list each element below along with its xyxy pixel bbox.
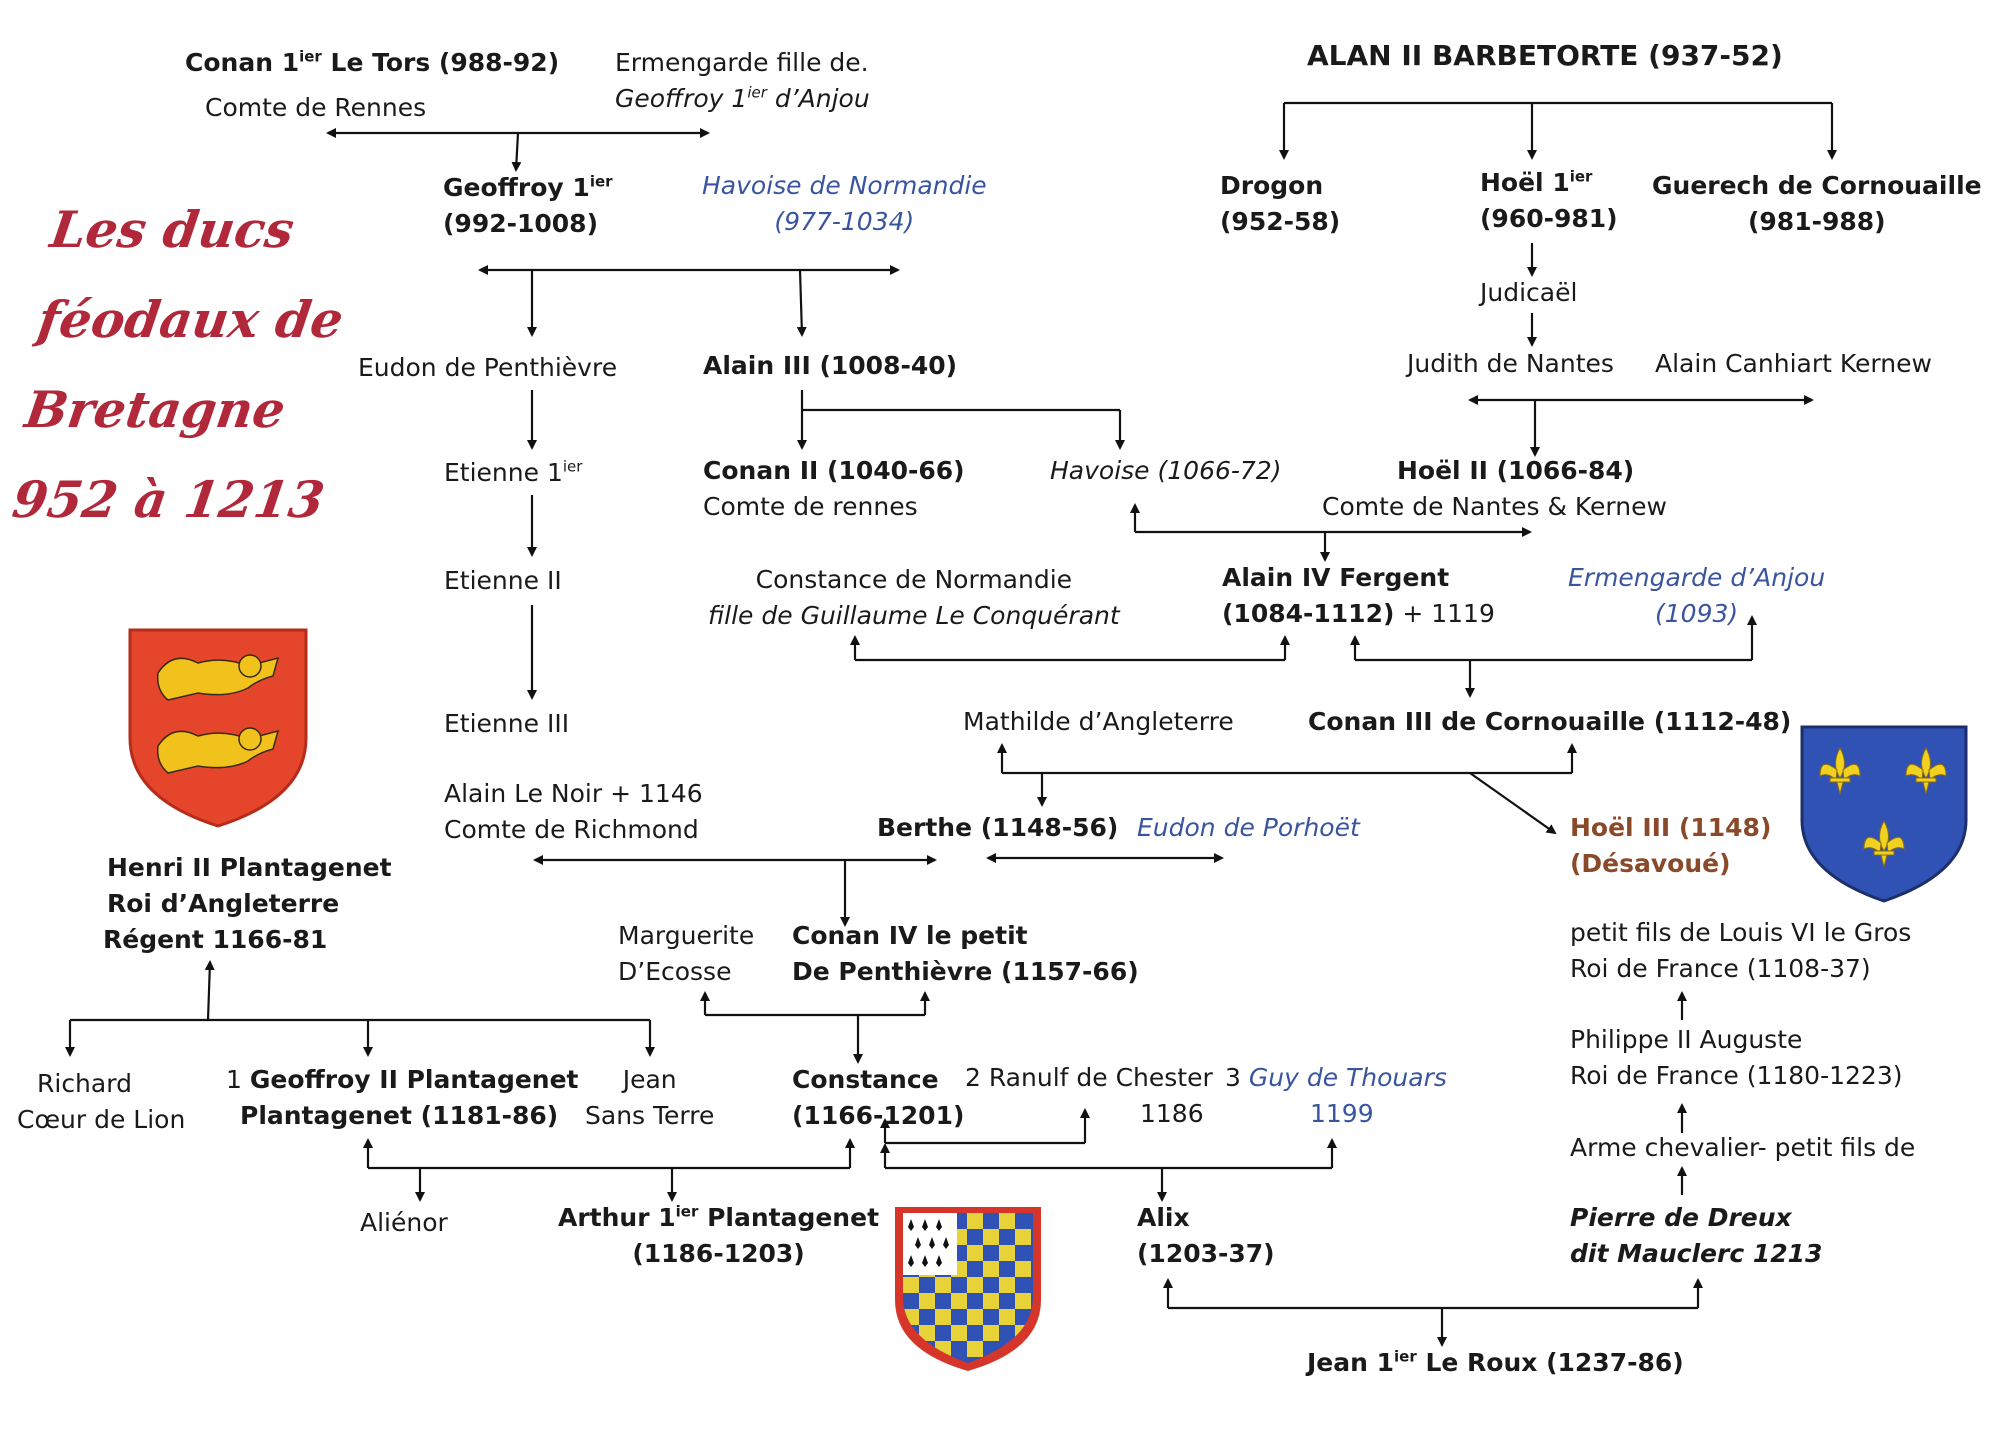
person-alain-canhiart: Alain Canhiart Kernew xyxy=(1655,349,1932,378)
person-arme: Arme chevalier- petit fils de xyxy=(1570,1133,1916,1162)
person-conan3: Conan III de Cornouaille (1112-48) xyxy=(1308,707,1792,736)
person-constance-normandie: Constance de Normandie fille de Guillaum… xyxy=(708,565,1120,630)
person-alain-noir: Alain Le Noir + 1146 Comte de Richmond xyxy=(444,779,703,844)
person-etienne1: Etienne 1ier xyxy=(444,457,583,487)
person-eudon-penthievre: Eudon de Penthièvre xyxy=(358,353,618,382)
person-alienor: Aliénor xyxy=(360,1208,448,1237)
person-louis6: petit fils de Louis VI le Gros Roi de Fr… xyxy=(1570,918,1912,983)
person-judicael: Judicaël xyxy=(1480,278,1578,307)
person-havoise: Havoise (1066-72) xyxy=(1050,456,1282,485)
person-arthur1: Arthur 1ier Plantagenet (1186-1203) xyxy=(558,1202,880,1268)
france-shield-icon xyxy=(1800,725,1968,903)
person-ermengarde: Ermengarde fille de. Geoffroy 1ier d’Anj… xyxy=(615,48,870,113)
person-geoffroy1: Geoffroy 1ier (992-1008) xyxy=(443,172,613,238)
chart-title: Les ducs féodaux de Bretagne 952 à 1213 xyxy=(8,200,347,529)
person-alan2: ALAN II BARBETORTE (937-52) xyxy=(1307,39,1783,72)
person-alix: Alix (1203-37) xyxy=(1137,1203,1275,1268)
person-richard: Richard Cœur de Lion xyxy=(17,1069,186,1134)
person-conan4: Conan IV le petit De Penthièvre (1157-66… xyxy=(792,921,1139,986)
person-ermengarde-anjou: Ermengarde d’Anjou (1093) xyxy=(1568,563,1826,628)
person-conan2: Conan II (1040-66) Comte de rennes xyxy=(703,456,965,521)
person-hoel3: Hoël III (1148) (Désavoué) xyxy=(1570,813,1772,878)
person-conan1: Conan 1ier Le Tors (988-92) xyxy=(185,47,560,77)
person-jean-sans-terre: Jean Sans Terre xyxy=(585,1065,715,1130)
person-judith: Judith de Nantes xyxy=(1407,349,1614,378)
person-etienne3: Etienne III xyxy=(444,709,570,738)
person-jean1: Jean 1ier Le Roux (1237-86) xyxy=(1307,1347,1684,1377)
person-eudon-porhoet: Eudon de Porhoët xyxy=(1137,813,1360,842)
person-geoffroy2: 1 Geoffroy II Plantagenet Plantagenet (1… xyxy=(226,1065,579,1130)
person-mathilde: Mathilde d’Angleterre xyxy=(963,707,1234,736)
person-henri2: Henri II Plantagenet Roi d’Angleterre Ré… xyxy=(103,853,392,954)
person-ranulf: 2 Ranulf de Chester 1186 xyxy=(965,1063,1213,1128)
person-conan1-title: Comte de Rennes xyxy=(205,93,427,122)
person-guy-thouars: 3 Guy de Thouars 1199 xyxy=(1225,1063,1447,1128)
person-drogon: Drogon (952-58) xyxy=(1220,171,1341,236)
person-alain3: Alain III (1008-40) xyxy=(703,351,958,380)
person-alain4: Alain IV Fergent (1084-1112) + 1119 xyxy=(1222,563,1495,628)
person-guerech: Guerech de Cornouaille (981-988) xyxy=(1652,171,1982,236)
person-etienne2: Etienne II xyxy=(444,566,562,595)
dreux-shield-icon xyxy=(895,1207,1041,1371)
person-constance: Constance (1166-1201) xyxy=(792,1065,965,1130)
normandy-shield-icon xyxy=(128,628,308,828)
person-havoise-normandie: Havoise de Normandie (977-1034) xyxy=(702,171,987,236)
person-marguerite: Marguerite D’Ecosse xyxy=(618,921,755,986)
person-hoel1: Hoël 1ier (960-981) xyxy=(1480,167,1618,233)
person-pierre-dreux: Pierre de Dreux dit Mauclerc 1213 xyxy=(1570,1203,1823,1268)
person-berthe: Berthe (1148-56) xyxy=(877,813,1119,842)
person-philippe2: Philippe II Auguste Roi de France (1180-… xyxy=(1570,1025,1903,1090)
person-hoel2: Hoël II (1066-84) Comte de Nantes & Kern… xyxy=(1322,456,1667,521)
